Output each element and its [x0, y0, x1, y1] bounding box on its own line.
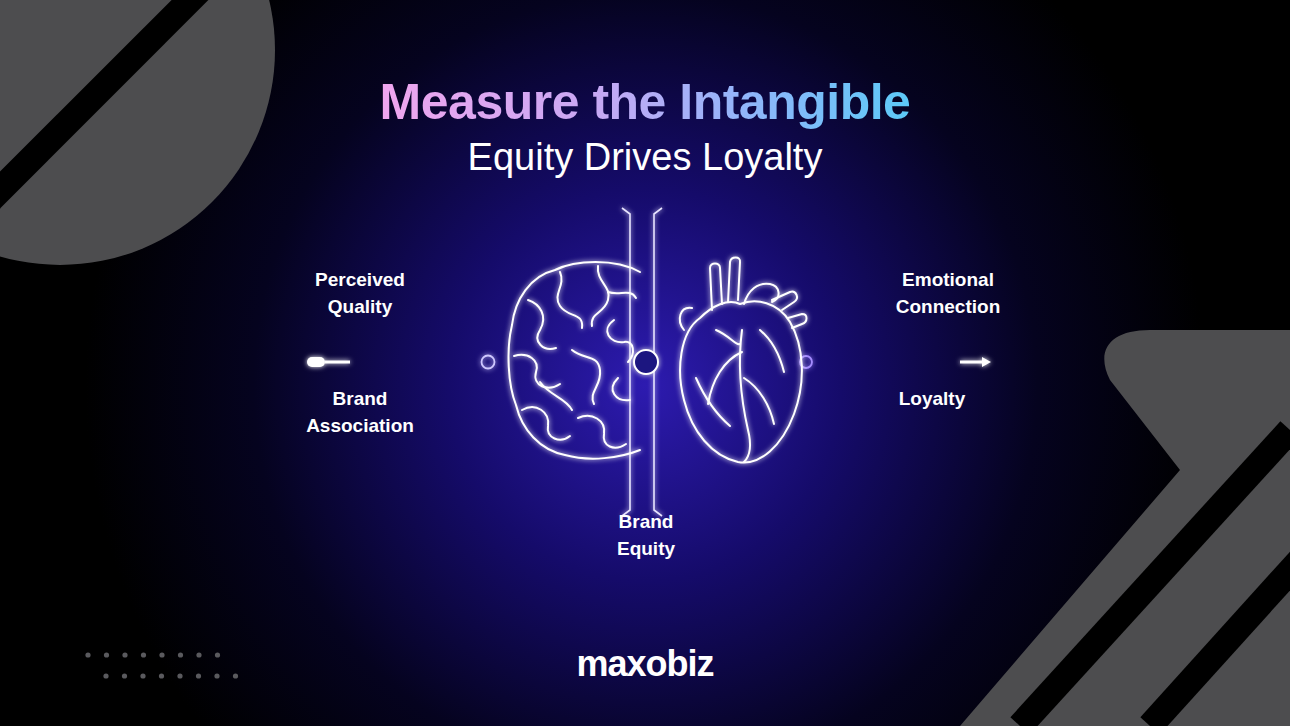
side-label: Brand Association — [306, 386, 414, 439]
dot — [122, 673, 127, 678]
heart — [680, 258, 807, 463]
dot — [140, 673, 145, 678]
dot — [103, 673, 108, 678]
dot — [159, 652, 164, 657]
dot — [196, 673, 201, 678]
corner-shape — [960, 330, 1290, 726]
center-label: Brand Equity — [617, 509, 675, 562]
dot — [122, 652, 127, 657]
dot — [196, 652, 201, 657]
subtitle: Equity Drives Loyalty — [468, 131, 823, 184]
dot — [233, 673, 238, 678]
dot — [104, 652, 109, 657]
dot — [178, 652, 183, 657]
dot — [159, 673, 164, 678]
side-label: Perceived Quality — [315, 267, 405, 320]
dot — [214, 673, 219, 678]
dot — [215, 652, 220, 657]
left-line — [282, 356, 495, 369]
corner-shape — [0, 0, 275, 265]
brain — [509, 262, 640, 459]
dot — [141, 652, 146, 657]
side-label: Loyalty — [899, 386, 966, 413]
title: Measure the Intangible — [380, 67, 911, 137]
dot — [177, 673, 182, 678]
side-label: Emotional Connection — [896, 267, 1000, 320]
logo-text: maxobiz — [576, 639, 713, 689]
right-arrow — [800, 356, 1020, 368]
dot — [85, 652, 90, 657]
dot-grid — [85, 652, 238, 678]
